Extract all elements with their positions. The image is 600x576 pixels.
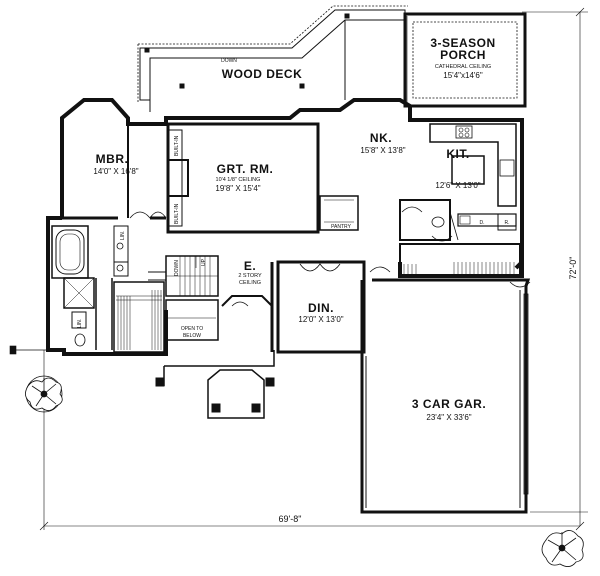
din-name: DIN. [308, 301, 334, 315]
mbr-name: MBR. [96, 152, 129, 166]
built-in-label-2: BUILT-IN [174, 203, 180, 224]
tree-left [25, 375, 63, 413]
porch-note: CATHEDRAL CEILING [435, 64, 491, 70]
porch-dims: 15'4"x14'6" [443, 71, 483, 80]
nook-kitchen [316, 123, 517, 232]
grt-dims: 19'8" X 15'4" [215, 184, 260, 193]
wood-deck [137, 5, 408, 112]
kit-name: KIT. [446, 147, 469, 161]
din-dims: 12'0" X 13'0" [298, 315, 343, 324]
front-porch [155, 350, 275, 419]
pantry-label: PANTRY [331, 224, 351, 230]
gar-dims: 23'4" X 33'6" [426, 413, 471, 422]
master-bedroom [62, 124, 167, 220]
mbr-dims: 14'0" X 16'8" [93, 167, 138, 176]
deck-name: WOOD DECK [222, 67, 303, 81]
open-to-below-line1: OPEN TO [181, 326, 203, 332]
master-bath [51, 225, 129, 350]
dimension-lines [9, 7, 588, 531]
powder-room [399, 199, 459, 242]
porch-name-line1: 3-SEASON [430, 36, 495, 50]
entry-note-line1: 2 STORY [238, 273, 262, 279]
kit-dims: 12'6" X 13'0" [435, 181, 480, 190]
nk-name: NK. [370, 131, 392, 145]
walk-in-closet [113, 281, 165, 353]
overall-width-dimension: 69'-8" [279, 514, 302, 524]
built-in-label-1: BUILT-IN [174, 135, 180, 156]
stair-down-label: DOWN [174, 260, 180, 276]
linen-label-1: LIN. [120, 231, 126, 240]
grt-name: GRT. RM. [217, 162, 274, 176]
overall-depth-dimension: 72'-0" [568, 257, 578, 280]
refrigerator-label: R. [505, 220, 510, 226]
dining-room [276, 260, 366, 354]
deck-down-label: DOWN [221, 58, 237, 64]
stair-up-label: UP [201, 258, 207, 266]
mudroom-lockers [399, 243, 521, 277]
entry [218, 230, 278, 352]
dishwasher-label: D. [480, 220, 485, 226]
grt-note: 10'4 1/8" CEILING [216, 177, 261, 183]
garage [360, 266, 531, 514]
three-season-porch [403, 12, 527, 108]
gar-name: 3 CAR GAR. [412, 397, 486, 411]
nk-dims: 15'8" X 13'8" [360, 146, 405, 155]
open-to-below-line2: BELOW [183, 333, 201, 339]
entry-note-line2: CEILING [239, 280, 261, 286]
linen-label-2: LIN. [77, 319, 83, 328]
entry-name: E. [244, 259, 256, 273]
tree-right [541, 530, 584, 567]
porch-name-line2: PORCH [440, 48, 486, 62]
stairs [148, 255, 219, 341]
